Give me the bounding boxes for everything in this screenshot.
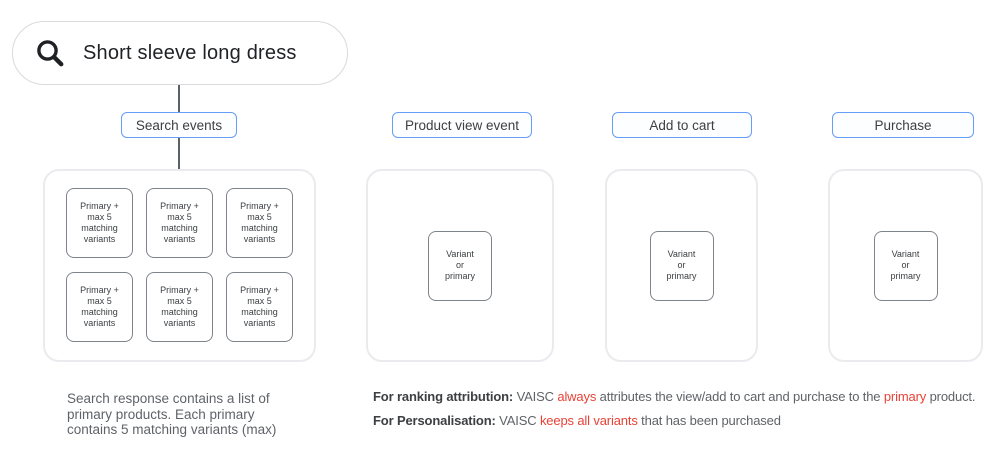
panel-product-view-event: Variant or primary: [366, 169, 554, 362]
attribution-notes: For ranking attribution: VAISC always at…: [373, 389, 976, 429]
note-personalisation-prefix: For Personalisation:: [373, 413, 496, 428]
primary-variants-box: Primary + max 5 matching variants: [226, 272, 293, 342]
chip-product-view-event-label: Product view event: [404, 117, 520, 133]
connector-line-bottom: [178, 138, 180, 169]
panel-purchase: Variant or primary: [828, 169, 983, 362]
note-ranking-text: attributes the view/add to cart and purc…: [596, 389, 884, 404]
note-personalisation-text: VAISC: [495, 413, 540, 428]
primary-variants-box: Primary + max 5 matching variants: [146, 272, 213, 342]
chip-add-to-cart-label: Add to cart: [649, 117, 715, 133]
panel-search-events: Primary + max 5 matching variants Primar…: [43, 169, 316, 362]
note-ranking-highlight-always: always: [557, 389, 597, 404]
note-ranking-prefix: For ranking attribution:: [373, 389, 514, 404]
note-personalisation-highlight: keeps all variants: [539, 413, 638, 428]
primary-variants-box: Primary + max 5 matching variants: [66, 188, 133, 258]
variant-or-primary-box: Variant or primary: [873, 230, 938, 301]
primary-variants-box: Primary + max 5 matching variants: [146, 188, 213, 258]
panel-add-to-cart: Variant or primary: [605, 169, 758, 362]
chip-search-events: Search events: [121, 112, 237, 138]
chip-purchase-label: Purchase: [874, 117, 932, 133]
search-input[interactable]: Short sleeve long dress: [12, 21, 348, 85]
chip-purchase: Purchase: [832, 112, 974, 138]
primary-variants-box: Primary + max 5 matching variants: [66, 272, 133, 342]
chip-product-view-event: Product view event: [392, 112, 532, 138]
search-icon: [35, 38, 65, 68]
note-personalisation-text: that has been purchased: [637, 413, 781, 428]
caption-search-response: Search response contains a list of prima…: [67, 391, 277, 437]
note-ranking-text: product.: [926, 389, 976, 404]
note-ranking-text: VAISC: [513, 389, 558, 404]
chip-search-events-label: Search events: [135, 117, 223, 133]
variant-or-primary-box: Variant or primary: [649, 230, 714, 301]
note-ranking-attribution: For ranking attribution: VAISC always at…: [373, 389, 976, 405]
search-query-text: Short sleeve long dress: [83, 41, 297, 64]
note-ranking-highlight-primary: primary: [883, 389, 927, 404]
variant-or-primary-box: Variant or primary: [428, 230, 492, 301]
connector-line-top: [178, 85, 180, 112]
chip-add-to-cart: Add to cart: [612, 112, 752, 138]
primary-variants-box: Primary + max 5 matching variants: [226, 188, 293, 258]
note-personalisation: For Personalisation: VAISC keeps all var…: [373, 413, 975, 429]
